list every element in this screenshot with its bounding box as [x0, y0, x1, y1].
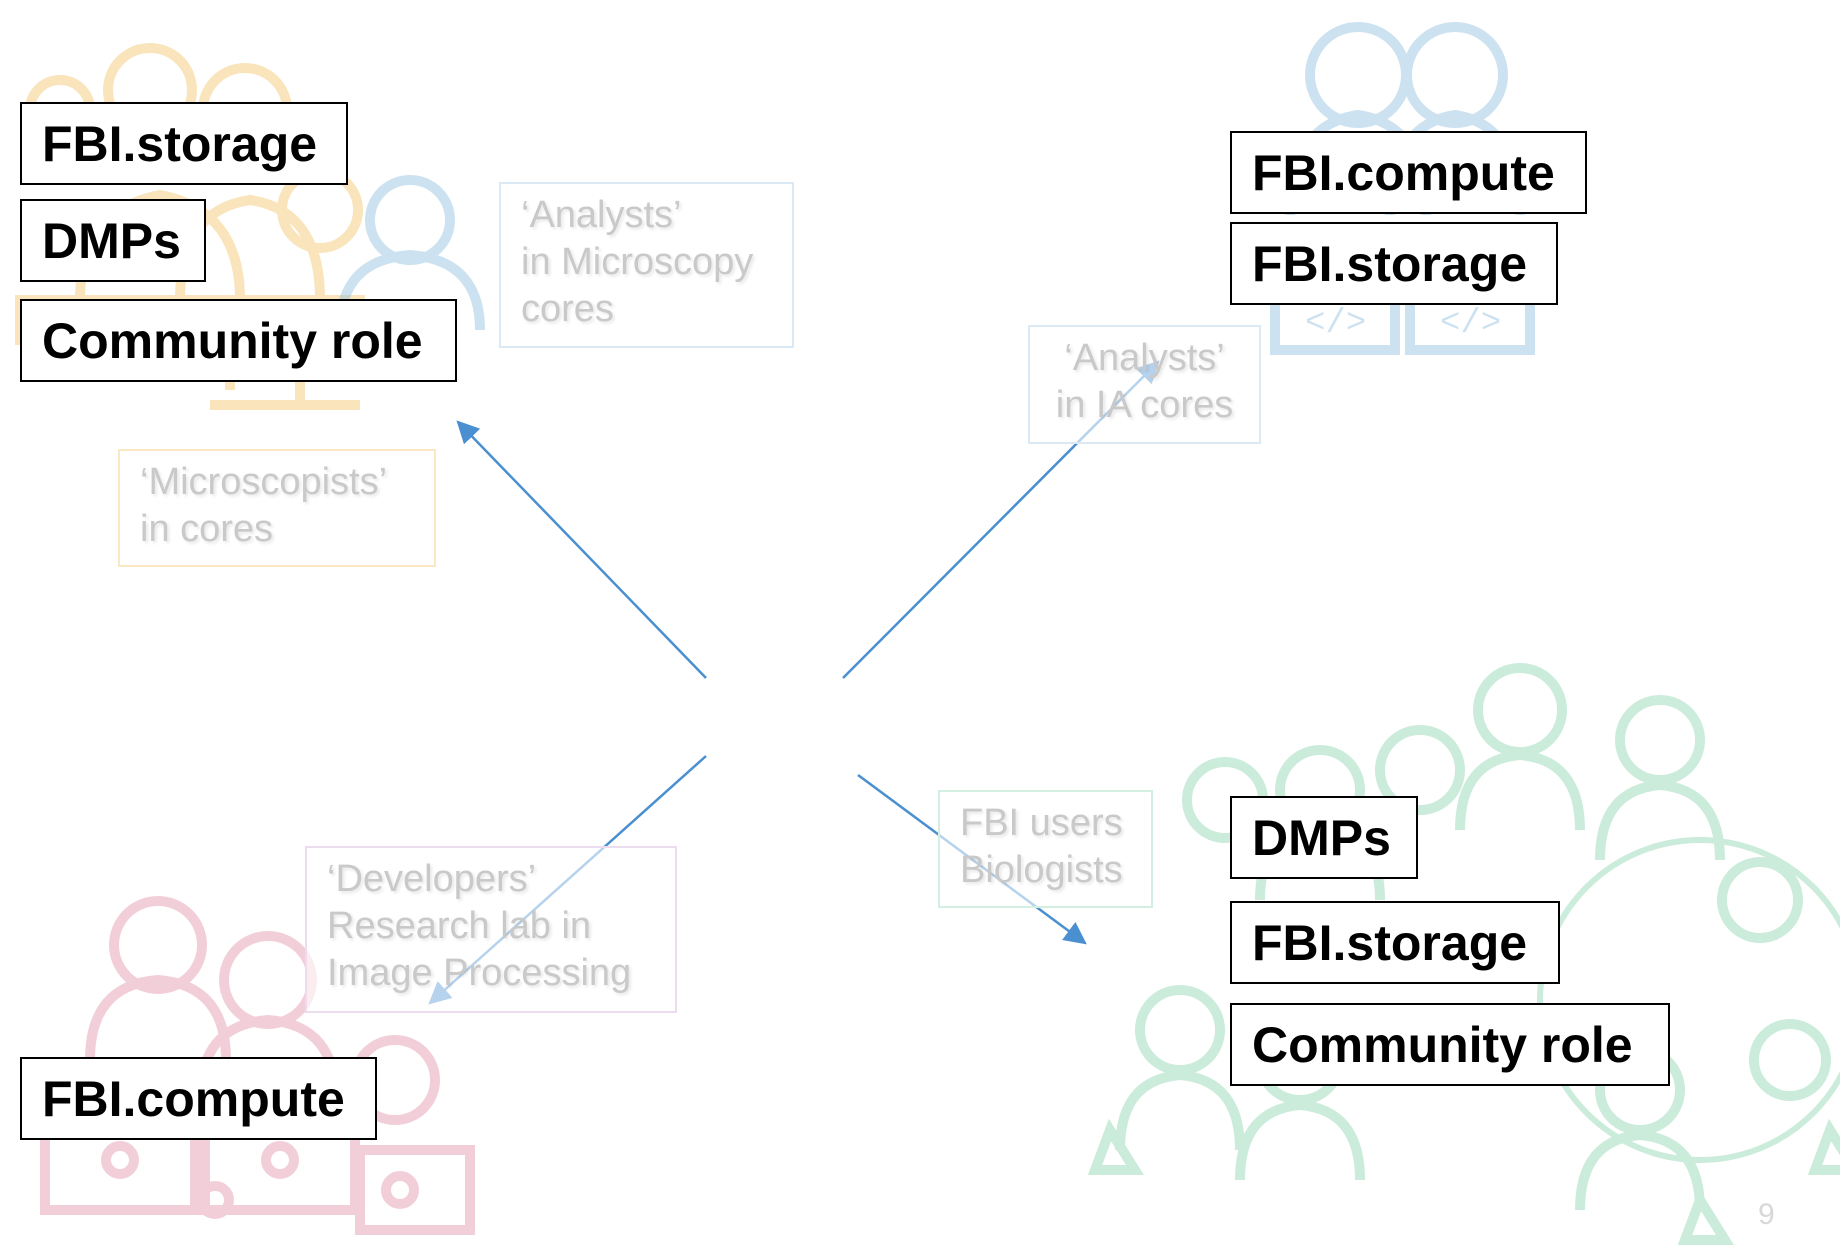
- ia-analysts-label-line-1: ‘Analysts’: [1064, 337, 1225, 379]
- biologists-tag-dmps: DMPs: [1230, 796, 1418, 879]
- arrow-to-microscopists: [456, 420, 707, 679]
- biologists-label-line-2: Biologists: [960, 849, 1123, 891]
- developers-tag-fbi-compute: FBI.compute: [20, 1057, 377, 1140]
- analyst-person-icon: [335, 175, 485, 331]
- developers-label-line-1: ‘Developers’: [327, 858, 537, 900]
- ia-analysts-tag-fbi-compute: FBI.compute: [1230, 131, 1587, 214]
- ia-analysts-tag-fbi-storage: FBI.storage: [1230, 222, 1558, 305]
- ia-analysts-label-box: ‘Analysts’ in IA cores: [1028, 325, 1261, 444]
- biologists-label-line-1: FBI users: [960, 802, 1123, 844]
- microscopy-analysts-label-line-3: cores: [521, 288, 614, 330]
- microscopists-label-line-2: in cores: [140, 508, 274, 550]
- ia-analysts-label-line-2: in IA cores: [1055, 384, 1234, 426]
- microscopy-analysts-label-box: ‘Analysts’ in Microscopy cores: [499, 182, 794, 348]
- svg-text:</>: </>: [1440, 305, 1501, 343]
- svg-text:</>: </>: [1305, 305, 1366, 343]
- microscopists-tag-community-role: Community role: [20, 299, 457, 382]
- microscopists-label-line-1: ‘Microscopists’: [140, 461, 388, 503]
- microscopy-analysts-label-line-2: in Microscopy: [521, 241, 754, 283]
- microscopists-label-box: ‘Microscopists’ in cores: [118, 449, 436, 567]
- developers-label-box: ‘Developers’ Research lab in Image Proce…: [305, 846, 677, 1013]
- developers-label-line-3: Image Processing: [327, 952, 632, 994]
- biologists-tag-community-role: Community role: [1230, 1003, 1670, 1086]
- microscopists-tag-fbi-storage: FBI.storage: [20, 102, 348, 185]
- microscopists-tag-dmps: DMPs: [20, 199, 206, 282]
- developers-label-line-2: Research lab in: [327, 905, 592, 947]
- crowd-of-scientists-icon: [1087, 663, 1840, 1245]
- microscopy-analysts-label-line-1: ‘Analysts’: [521, 194, 682, 236]
- page-number: 9: [1758, 1198, 1775, 1231]
- biologists-tag-fbi-storage: FBI.storage: [1230, 901, 1560, 984]
- biologists-label-box: FBI users Biologists: [938, 790, 1153, 908]
